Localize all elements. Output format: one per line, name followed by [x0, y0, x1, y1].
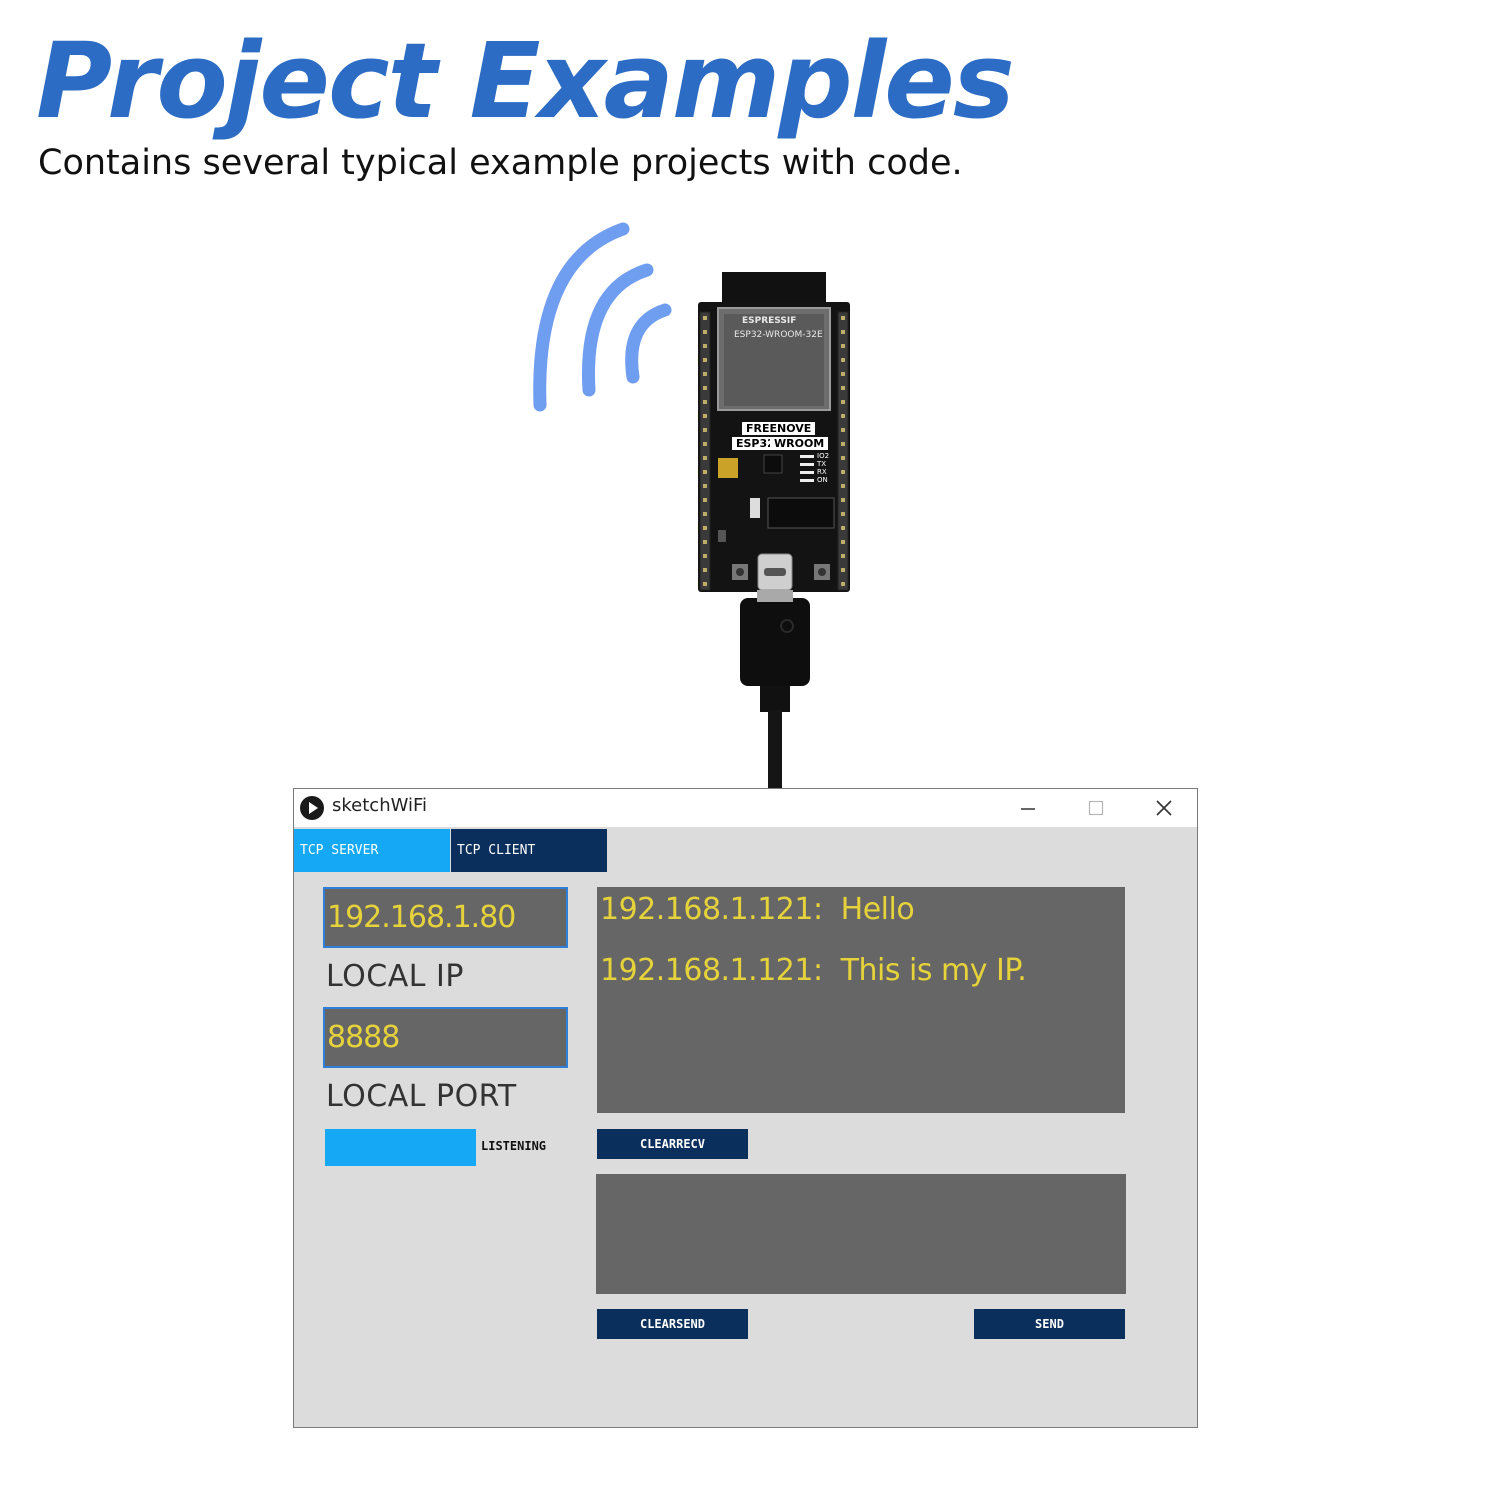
tab-tcp-client[interactable]: TCP CLIENT: [451, 829, 607, 872]
led-label-io2: IO2: [817, 452, 830, 460]
clear-recv-button[interactable]: CLEARRECV: [597, 1129, 748, 1159]
board-label-freenove: FREENOVE: [742, 422, 816, 435]
title-bar[interactable]: sketchWiFi: [294, 789, 1197, 827]
board-label-wroom: WROOM: [770, 437, 829, 450]
maximize-button[interactable]: [1062, 789, 1130, 827]
local-ip-field[interactable]: 192.168.1.80: [323, 887, 568, 948]
window-title: sketchWiFi: [332, 795, 428, 816]
clear-send-button[interactable]: CLEARSEND: [597, 1309, 748, 1339]
receive-area[interactable]: 192.168.1.121: Hello 192.168.1.121: This…: [597, 887, 1125, 1113]
send-input[interactable]: [596, 1174, 1126, 1294]
received-message: 192.168.1.121: This is my IP.: [600, 953, 1027, 988]
local-port-field[interactable]: 8888: [323, 1007, 568, 1068]
close-icon: [1156, 800, 1172, 816]
minimize-button[interactable]: [994, 789, 1062, 827]
wifi-signal-icon: [533, 222, 672, 412]
listening-status: LISTENING: [481, 1139, 547, 1153]
usb-cable: [740, 590, 810, 790]
send-button[interactable]: SEND: [974, 1309, 1125, 1339]
play-icon: [300, 796, 324, 820]
led-label-tx: TX: [817, 460, 827, 468]
listening-toggle[interactable]: [325, 1129, 476, 1166]
local-port-label: LOCAL PORT: [326, 1079, 517, 1114]
module-brand: ESPRESSIF: [742, 316, 797, 326]
maximize-icon: [1088, 800, 1104, 816]
tab-tcp-server[interactable]: TCP SERVER: [294, 829, 450, 872]
board-label-esp32: ESP32: [732, 437, 779, 450]
led-label-rx: RX: [817, 468, 827, 476]
local-ip-label: LOCAL IP: [326, 959, 464, 994]
app-window: sketchWiFi TCP SERVER TCP CLIENT 192.168…: [293, 788, 1198, 1428]
page-title: Project Examples: [36, 20, 1015, 142]
received-message: 192.168.1.121: Hello: [600, 892, 915, 927]
page-subtitle: Contains several typical example project…: [38, 143, 963, 183]
led-label-on: ON: [817, 476, 828, 484]
module-name: ESP32-WROOM-32E: [734, 330, 823, 340]
esp32-board: ESPRESSIF ESP32-WROOM-32E FREENOVE ESP32…: [696, 272, 852, 592]
minimize-icon: [1021, 808, 1035, 810]
close-button[interactable]: [1130, 789, 1198, 827]
